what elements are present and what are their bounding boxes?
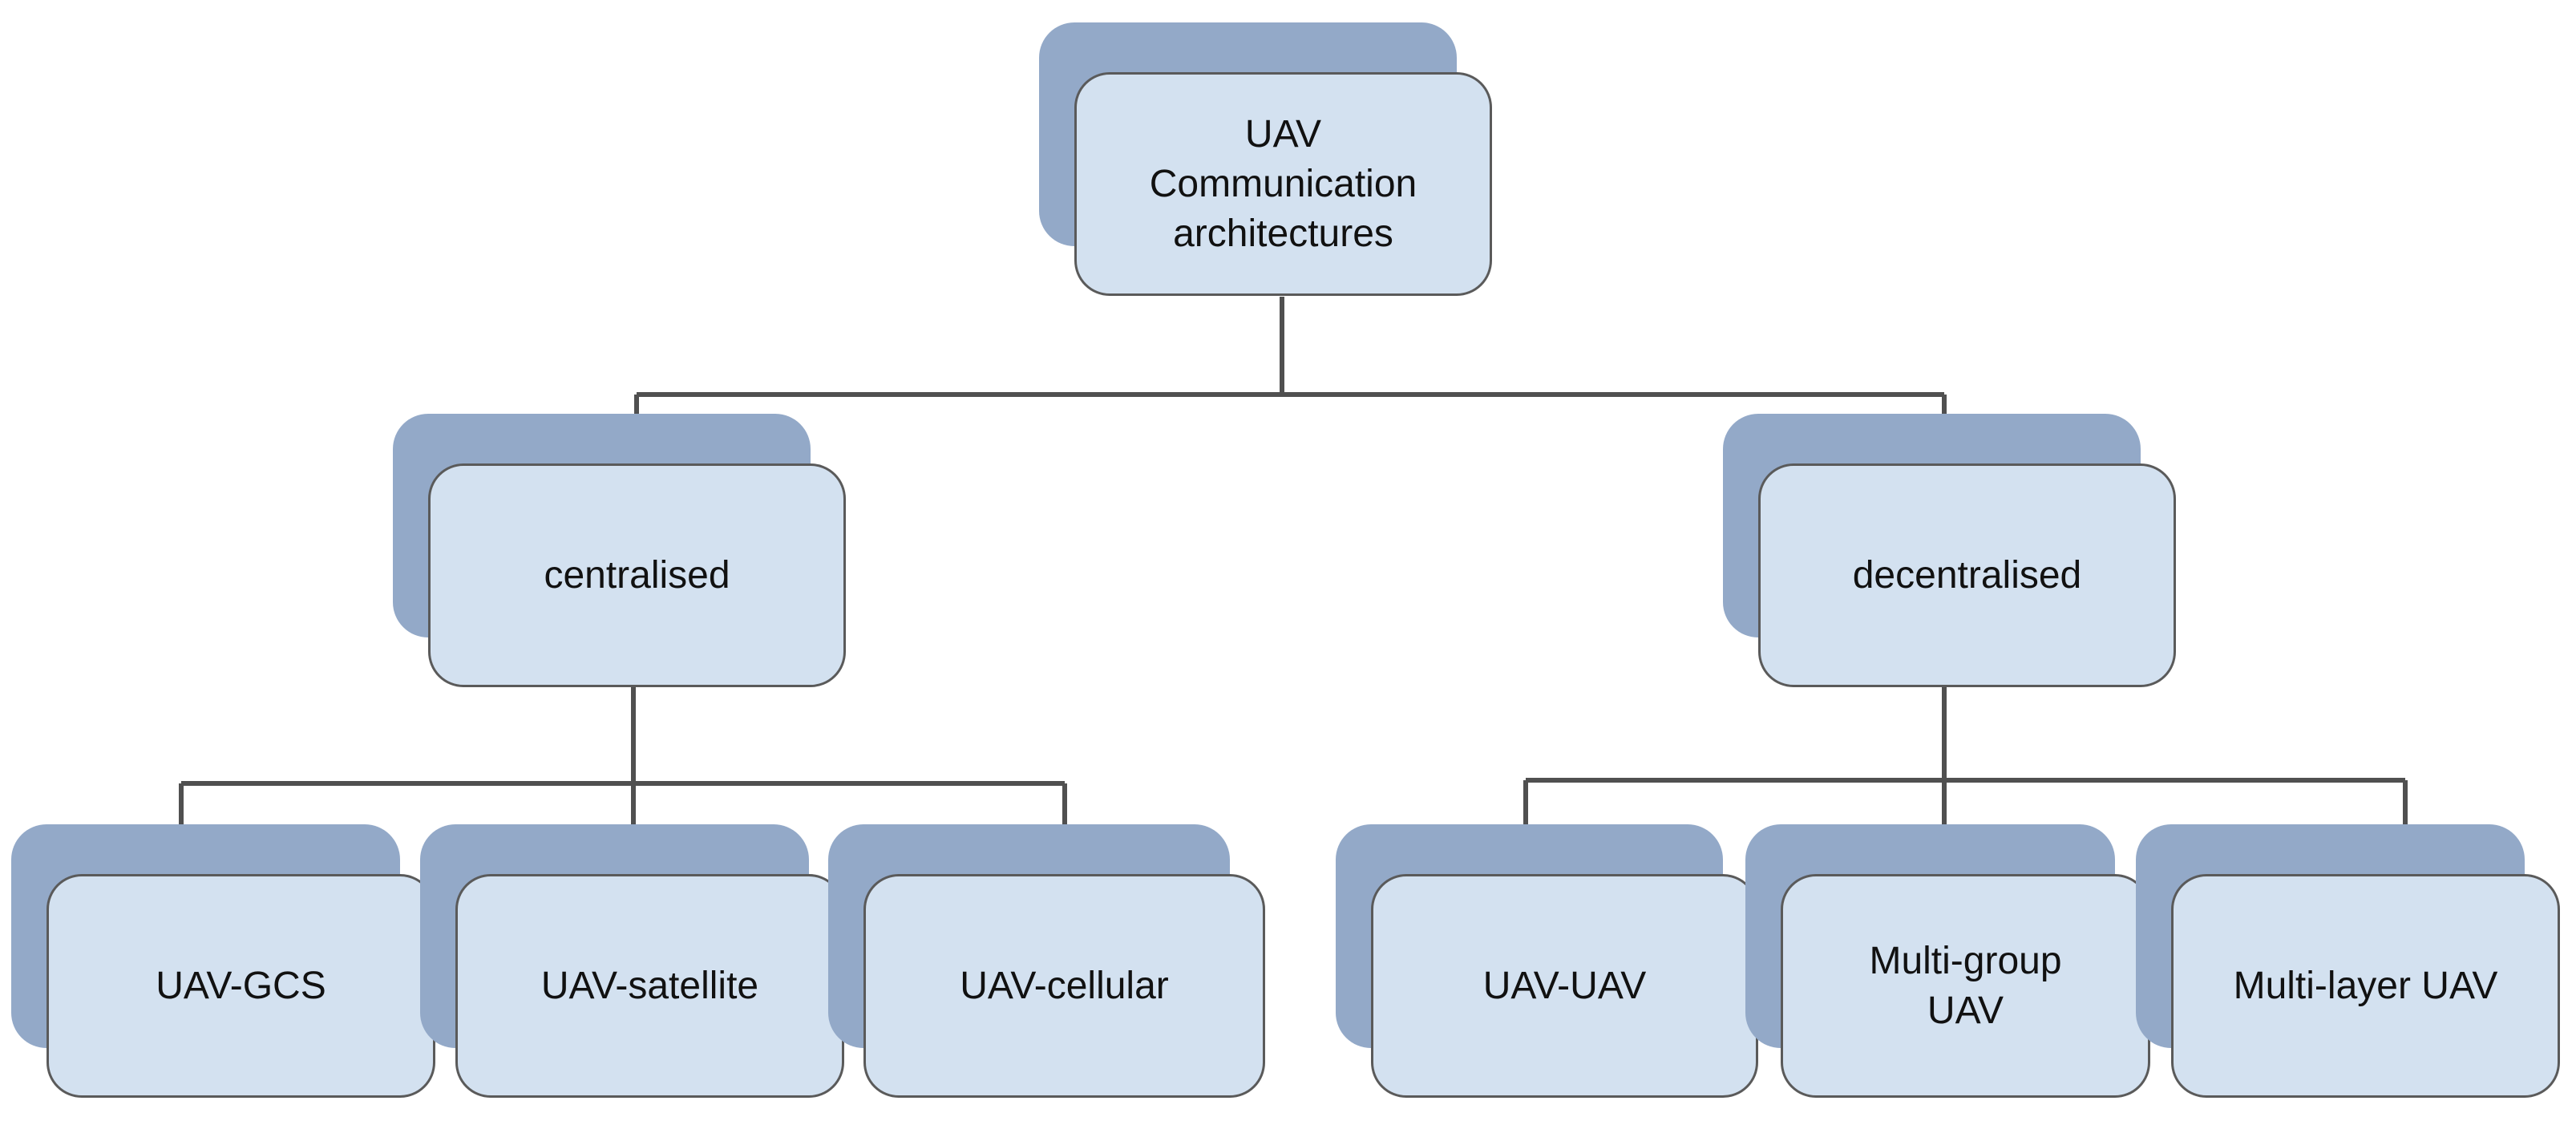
node-label-uav-gcs: UAV-GCS xyxy=(156,964,326,1007)
node-box: UAV-satellite xyxy=(455,874,844,1098)
node-centralised: centralised xyxy=(393,414,846,687)
node-label-centralised: centralised xyxy=(544,553,730,597)
node-decentralised: decentralised xyxy=(1723,414,2176,687)
node-multi-layer-uav: Multi-layer UAV xyxy=(2136,824,2560,1098)
node-box: UAV-cellular xyxy=(863,874,1265,1098)
node-box: UAV-GCS xyxy=(47,874,435,1098)
node-box: UAV-UAV xyxy=(1371,874,1758,1098)
node-uav-satellite: UAV-satellite xyxy=(420,824,844,1098)
node-label-root: UAV Communication architectures xyxy=(1149,112,1417,255)
node-box: decentralised xyxy=(1758,463,2176,687)
node-label-uav-uav: UAV-UAV xyxy=(1482,964,1647,1007)
node-label-multi-layer-uav: Multi-layer UAV xyxy=(2233,964,2498,1007)
node-label-multi-group-uav: Multi-group UAV xyxy=(1869,939,2062,1032)
node-box: Multi-group UAV xyxy=(1781,874,2150,1098)
node-root: UAV Communication architectures xyxy=(1039,22,1492,296)
node-uav-gcs: UAV-GCS xyxy=(11,824,435,1098)
node-uav-uav: UAV-UAV xyxy=(1336,824,1758,1098)
node-uav-cellular: UAV-cellular xyxy=(828,824,1265,1098)
node-label-uav-satellite: UAV-satellite xyxy=(540,964,759,1007)
node-multi-group-uav: Multi-group UAV xyxy=(1745,824,2150,1098)
node-box: UAV Communication architectures xyxy=(1074,72,1492,296)
node-box: Multi-layer UAV xyxy=(2171,874,2560,1098)
node-label-decentralised: decentralised xyxy=(1852,553,2082,597)
node-box: centralised xyxy=(428,463,846,687)
node-label-uav-cellular: UAV-cellular xyxy=(960,964,1169,1007)
